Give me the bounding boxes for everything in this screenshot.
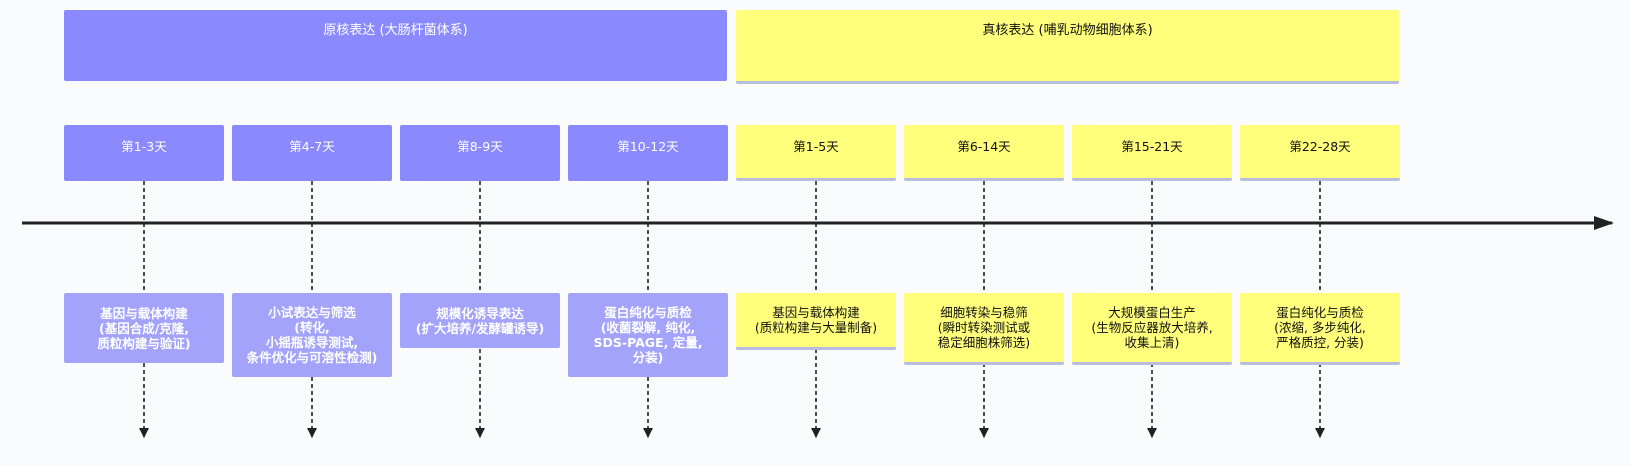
task-label: 蛋白纯化与质检 (浓缩, 多步纯化, 严格质控, 分装) <box>1274 305 1366 350</box>
period-label: 第1-3天 <box>121 139 167 154</box>
period-box: 第10-12天 <box>568 125 728 181</box>
period-label: 第1-5天 <box>793 139 839 154</box>
period-box: 第1-3天 <box>64 125 224 181</box>
task-label: 大规模蛋白生产 (生物反应器放大培养, 收集上清) <box>1091 305 1213 350</box>
period-label: 第6-14天 <box>957 139 1011 154</box>
section-header-label: 真核表达 (哺乳动物细胞体系) <box>982 23 1153 38</box>
task-box: 规模化诱导表达 (扩大培养/发酵罐诱导) <box>400 293 560 348</box>
section-header-label: 原核表达 (大肠杆菌体系) <box>323 23 468 38</box>
task-label: 规模化诱导表达 (扩大培养/发酵罐诱导) <box>415 305 545 336</box>
task-box: 细胞转染与稳筛 (瞬时转染测试或 稳定细胞株筛选) <box>904 293 1064 365</box>
task-box: 小试表达与筛选 (转化, 小摇瓶诱导测试, 条件优化与可溶性检测) <box>232 293 392 377</box>
task-label: 基因与载体构建 (基因合成/克隆, 质粒构建与验证) <box>97 305 191 351</box>
section-header-eukaryote: 真核表达 (哺乳动物细胞体系) <box>736 10 1399 84</box>
period-box: 第1-5天 <box>736 125 896 181</box>
task-box: 基因与载体构建 (基因合成/克隆, 质粒构建与验证) <box>64 293 224 363</box>
period-label: 第8-9天 <box>457 139 503 154</box>
task-label: 基因与载体构建 (质粒构建与大量制备) <box>754 305 878 335</box>
task-box: 蛋白纯化与质检 (收菌裂解, 纯化, SDS-PAGE, 定量, 分装) <box>568 293 728 377</box>
period-box: 第8-9天 <box>400 125 560 181</box>
section-header-prokaryote: 原核表达 (大肠杆菌体系) <box>64 10 727 81</box>
period-label: 第22-28天 <box>1289 139 1351 154</box>
task-box: 蛋白纯化与质检 (浓缩, 多步纯化, 严格质控, 分装) <box>1240 293 1400 365</box>
period-label: 第4-7天 <box>289 139 335 154</box>
period-box: 第15-21天 <box>1072 125 1232 181</box>
task-label: 小试表达与筛选 (转化, 小摇瓶诱导测试, 条件优化与可溶性检测) <box>246 305 378 365</box>
period-box: 第6-14天 <box>904 125 1064 181</box>
task-box: 基因与载体构建 (质粒构建与大量制备) <box>736 293 896 350</box>
period-box: 第4-7天 <box>232 125 392 181</box>
task-box: 大规模蛋白生产 (生物反应器放大培养, 收集上清) <box>1072 293 1232 365</box>
period-label: 第15-21天 <box>1121 139 1183 154</box>
task-label: 细胞转染与稳筛 (瞬时转染测试或 稳定细胞株筛选) <box>937 305 1031 350</box>
period-box: 第22-28天 <box>1240 125 1400 181</box>
task-label: 蛋白纯化与质检 (收菌裂解, 纯化, SDS-PAGE, 定量, 分装) <box>593 305 703 365</box>
period-label: 第10-12天 <box>617 139 679 154</box>
